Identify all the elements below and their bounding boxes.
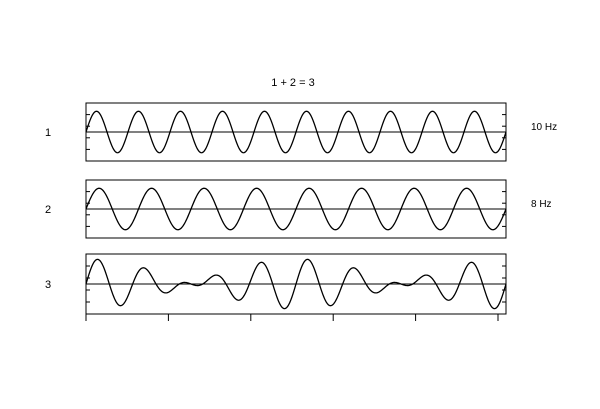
series-annotation-1: 10 Hz — [531, 122, 557, 133]
series-annotation-2: 8 Hz — [531, 199, 552, 210]
series-line-2 — [85, 187, 507, 231]
series-line-3 — [85, 258, 507, 310]
series-label-2: 2 — [45, 204, 51, 216]
series-line-1 — [85, 110, 507, 154]
panels-group: 1 10 Hz 2 8 Hz 3 — [45, 102, 557, 321]
series-label-3: 3 — [45, 279, 51, 291]
series-label-1: 1 — [45, 127, 51, 139]
chart-title: 1 + 2 = 3 — [271, 77, 314, 89]
